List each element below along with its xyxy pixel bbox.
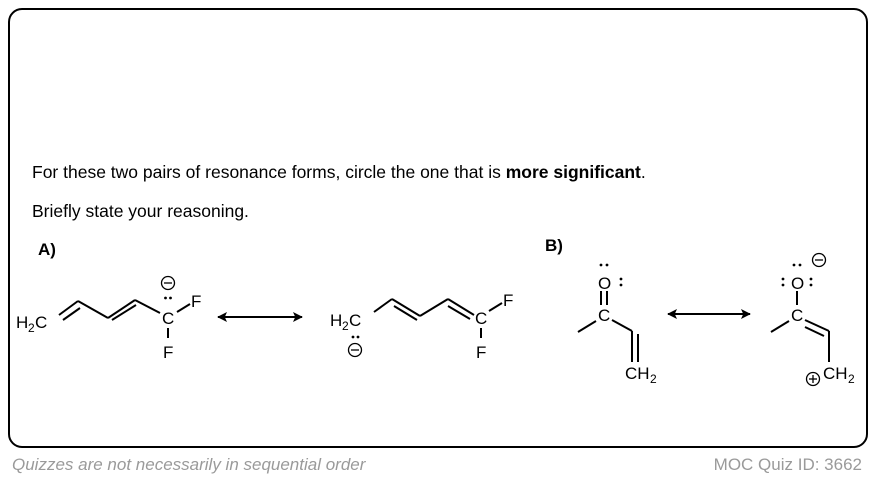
subscript: 2 [342, 319, 349, 333]
part-b-label: B) [545, 236, 563, 255]
question-emphasis: more significant [505, 162, 641, 182]
quiz-card [8, 8, 868, 448]
carbanion-carbon: C [349, 311, 361, 330]
atom-label: CH [625, 364, 650, 383]
negative-charge-icon [811, 252, 827, 268]
negative-charge-icon [160, 275, 176, 291]
question-line-1: For these two pairs of resonance forms, … [32, 162, 646, 183]
fluorine-label: F [191, 292, 201, 311]
atom-label: H [16, 313, 28, 332]
question-period: . [640, 162, 646, 182]
fluorine-label: F [163, 343, 173, 362]
structure-a-left [58, 299, 191, 338]
structure-a-right [373, 298, 503, 338]
question-line-2: Briefly state your reasoning. [32, 201, 249, 221]
atom-label: C [35, 313, 47, 332]
carbanion-carbon: C [162, 309, 174, 328]
oxygen-label: O [598, 274, 611, 293]
positive-charge-icon [805, 371, 821, 387]
subscript: 2 [650, 372, 657, 386]
atom-label: C [791, 306, 803, 325]
subscript: 2 [28, 321, 35, 335]
negative-charge-icon [347, 342, 363, 358]
fluorine-label: F [503, 291, 513, 310]
atom-label: C [475, 309, 487, 328]
question-text: For these two pairs of resonance forms, … [32, 162, 506, 182]
subscript: 2 [848, 372, 855, 386]
structure-b-left [577, 291, 639, 362]
part-a-label: A) [38, 240, 56, 259]
oxygen-label: O [791, 274, 804, 293]
atom-label: CH [823, 364, 848, 383]
fluorine-label: F [476, 343, 486, 362]
structure-b-right [770, 291, 830, 362]
atom-label: C [598, 306, 610, 325]
atom-label: H [330, 311, 342, 330]
quiz-id: MOC Quiz ID: 3662 [713, 455, 862, 474]
footer-note: Quizzes are not necessarily in sequentia… [12, 455, 366, 474]
